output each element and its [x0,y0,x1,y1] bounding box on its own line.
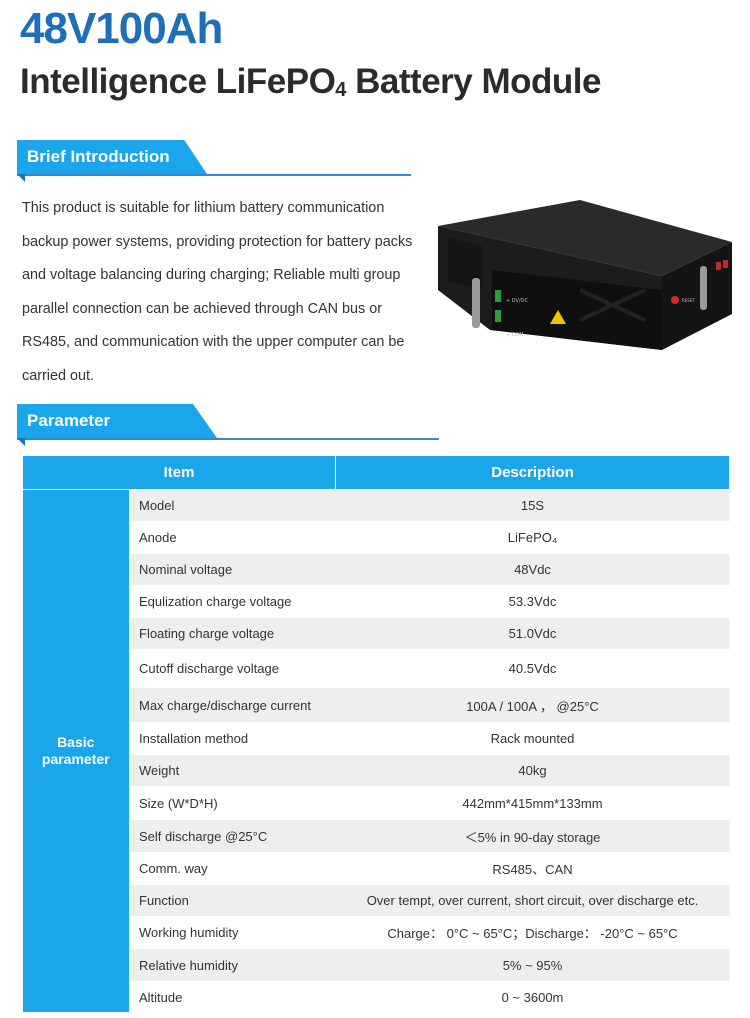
table-row: Self discharge @25°C＜5% in 90-day storag… [23,819,730,853]
battery-front-panel [662,242,732,350]
parameter-value: 5% ~ 95% [335,948,730,982]
parameter-value: Rack mounted [335,722,730,755]
product-title-subscript: 4 [335,79,346,101]
parameter-name: Size (W*D*H) [129,786,336,820]
model-title: 48V100Ah [20,4,223,53]
parameter-name: Working humidity [129,916,336,949]
parameter-name: Self discharge @25°C [129,819,336,853]
parameter-notch [17,438,25,446]
parameter-name: Installation method [129,722,336,755]
parameter-value: 51.0Vdc [335,617,730,650]
battery-top-face [438,200,732,276]
left-handle [472,278,480,328]
parameter-name: Equlization charge voltage [129,585,336,618]
battery-side-vent [448,238,482,290]
parameter-value: 100A / 100A ， @25°C [335,687,730,723]
brief-intro-notch [17,174,25,182]
terminal-green-1 [495,290,501,302]
parameter-value: ＜5% in 90-day storage [335,819,730,853]
reset-button-icon [671,296,679,304]
item-column-header: Item [22,455,336,490]
battery-front-stripe [492,270,662,350]
parameter-value: 48Vdc [335,553,730,586]
brief-intro-heading: Brief Introduction [17,140,411,184]
parameter-value: 0 ~ 3600m [335,981,730,1013]
parameter-value: 15S [335,489,730,522]
product-title-end: Battery Module [345,62,601,101]
description-column-header: Description [335,455,730,490]
com-port-label: + COM [506,332,524,338]
table-row: Size (W*D*H)442mm*415mm*133mm [23,786,730,820]
intro-text: This product is suitable for lithium bat… [22,200,413,384]
parameter-value: LiFePO₄ [335,521,730,554]
parameter-underline [17,438,439,440]
connector-red-2 [723,260,728,268]
parameter-value: Charge： 0°C ~ 65°C；Discharge： -20°C ~ 65… [335,916,730,949]
front-x-decoration [579,288,646,322]
parameter-name: Comm. way [129,852,336,885]
brief-intro-tab: Brief Introduction [17,140,207,174]
parameter-value: 442mm*415mm*133mm [335,786,730,820]
product-title-main: Intelligence LiFePO [20,62,336,101]
reset-label: RESET [682,298,695,303]
parameter-value: Over tempt, over current, short circuit,… [335,884,730,917]
right-handle [700,266,707,310]
parameter-name: Model [129,489,336,522]
parameter-name: Weight [129,754,336,787]
parameter-value: 40kg [335,754,730,787]
table-header-row: Item Description [22,455,730,490]
terminal-green-2 [495,310,501,322]
brief-intro-underline [17,174,411,176]
parameter-name: Cutoff discharge voltage [129,649,336,688]
parameter-name: Function [129,884,336,917]
parameter-name: Floating charge voltage [129,617,336,650]
parameter-value: 40.5Vdc [335,649,730,688]
battery-module-image: + DV/DC + COM RESET [438,200,732,350]
dc-port-label: + DV/DC [506,298,528,304]
parameter-name: Altitude [129,981,336,1013]
parameter-tab: Parameter [17,404,217,438]
parameter-name: Anode [129,521,336,554]
connector-red-1 [716,262,721,270]
product-title: Intelligence LiFePO4 Battery Module [20,62,601,102]
parameter-value: 53.3Vdc [335,585,730,618]
parameter-value: RS485、CAN [335,852,730,885]
parameter-name: Relative humidity [129,948,336,982]
warning-triangle-icon [550,310,566,324]
parameter-heading: Parameter [17,404,439,448]
parameter-name: Nominal voltage [129,553,336,586]
parameter-name: Max charge/discharge current [129,687,336,723]
